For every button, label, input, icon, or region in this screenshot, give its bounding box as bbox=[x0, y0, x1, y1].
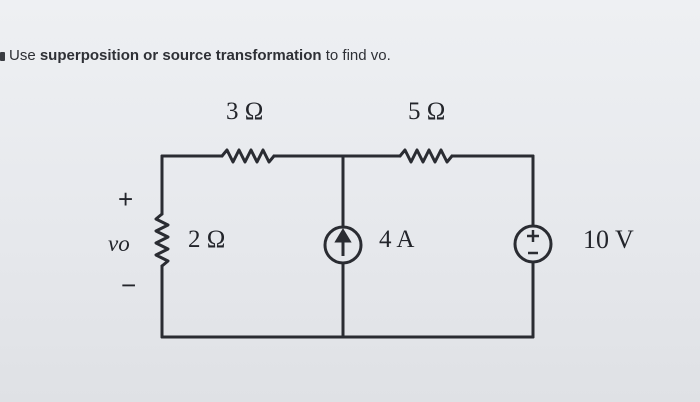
resistor-5ohm bbox=[398, 148, 454, 164]
voltage-polarity-icon bbox=[527, 230, 539, 255]
label-10v: 10 V bbox=[583, 225, 634, 254]
problem-prefix: Use bbox=[9, 47, 40, 64]
vo-plus-sign: + bbox=[118, 184, 134, 214]
resistor-2ohm bbox=[154, 212, 170, 268]
vo-label: vo bbox=[108, 231, 130, 256]
label-2ohm: 2 Ω bbox=[188, 226, 226, 253]
label-4a: 4 A bbox=[379, 226, 415, 253]
problem-statement: Use superposition or source transformati… bbox=[9, 47, 391, 64]
resistor-3ohm bbox=[220, 148, 276, 164]
vo-minus-sign: − bbox=[121, 270, 137, 300]
label-5ohm: 5 Ω bbox=[408, 98, 446, 125]
bullet-mark bbox=[0, 52, 5, 61]
problem-method: superposition or source transformation bbox=[39, 47, 322, 64]
current-arrow-icon bbox=[334, 228, 352, 256]
problem-suffix: to find vo. bbox=[321, 47, 391, 64]
label-3ohm: 3 Ω bbox=[226, 98, 264, 125]
